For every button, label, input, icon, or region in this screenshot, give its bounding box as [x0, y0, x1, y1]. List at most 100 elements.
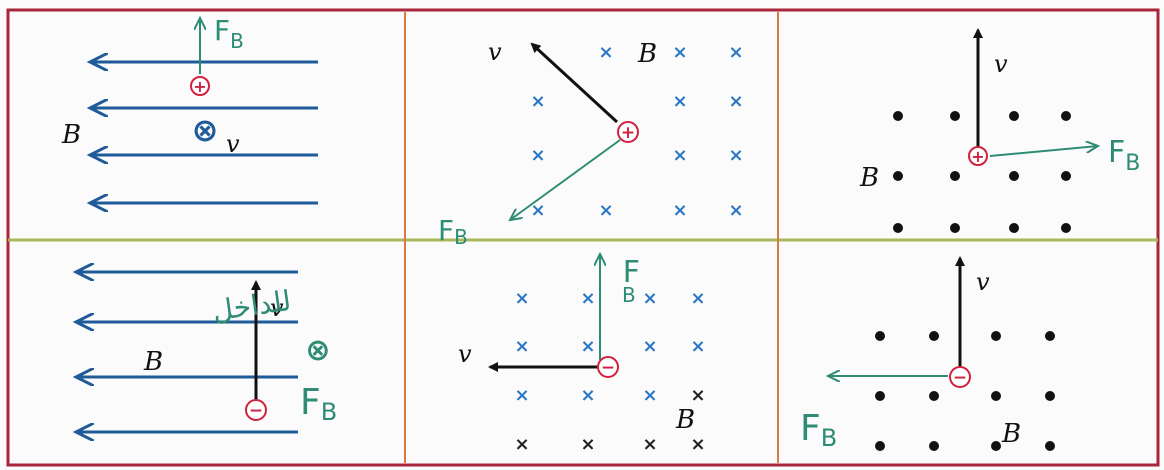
field-cross-icon: × [728, 42, 743, 63]
panel-2: × × × × × × × × × × × × × B v FB + [438, 38, 744, 249]
field-dot-icon [991, 391, 1001, 401]
charge-sign: − [953, 368, 967, 388]
field-cross-icon: × [728, 200, 743, 221]
force-label: FB [1108, 135, 1140, 176]
positive-charge-icon [617, 121, 639, 143]
field-cross-icon: × [598, 200, 613, 221]
field-cross-icon: × [642, 288, 657, 309]
field-out-of-page [875, 331, 1055, 451]
field-label: B [143, 347, 163, 377]
velocity-label: v [976, 268, 990, 296]
field-dot-icon [1009, 171, 1019, 181]
field-dot-icon [1009, 111, 1019, 121]
field-cross-icon: × [580, 336, 595, 357]
negative-charge-icon [597, 356, 619, 378]
field-dot-icon [1045, 391, 1055, 401]
into-page-icon: ⊗ [192, 111, 219, 149]
field-cross-icon: × [690, 336, 705, 357]
field-out-of-page [893, 111, 1071, 233]
force-label: FB [800, 408, 837, 452]
velocity-label: v [458, 340, 472, 368]
field-dot-icon [1061, 223, 1071, 233]
field-cross-icon: × [514, 434, 529, 455]
field-cross-icon: × [514, 336, 529, 357]
negative-charge-icon [245, 399, 267, 421]
field-dot-icon [893, 171, 903, 181]
field-cross-icon: × [580, 385, 595, 406]
field-into-page: × × × × × × × × × × × × × [530, 42, 743, 221]
charge-sign: + [193, 77, 206, 96]
field-cross-icon: × [530, 91, 545, 112]
force-label: FB [300, 382, 337, 426]
field-dot-icon [1045, 331, 1055, 341]
field-cross-icon: × [690, 288, 705, 309]
velocity-arrow [530, 42, 619, 124]
field-cross-icon: × [672, 91, 687, 112]
field-label: B [1001, 419, 1021, 449]
force-label: FB [214, 14, 244, 53]
field-dot-icon [950, 111, 960, 121]
field-dot-icon [929, 331, 939, 341]
force-arrow [989, 146, 1098, 157]
velocity-label: v [270, 294, 284, 322]
field-cross-icon: × [642, 385, 657, 406]
field-dot-icon [1009, 223, 1019, 233]
field-label: B [859, 163, 879, 193]
field-dot-icon [929, 391, 939, 401]
field-dot-icon [991, 441, 1001, 451]
field-dot-icon [950, 171, 960, 181]
field-dot-icon [875, 391, 885, 401]
field-cross-icon: × [514, 288, 529, 309]
negative-charge-icon [949, 366, 971, 388]
field-cross-icon: × [580, 434, 595, 455]
velocity-label: v [488, 38, 502, 66]
field-cross-icon: × [728, 91, 743, 112]
force-arrow [510, 139, 621, 220]
charge-sign: − [249, 401, 263, 421]
field-label: B [61, 120, 81, 150]
field-dot-icon [1061, 171, 1071, 181]
velocity-label: v [226, 130, 240, 158]
field-cross-icon: × [690, 434, 705, 455]
field-dot-icon [893, 223, 903, 233]
panel-4: B v للداخل ⊗ FB − [76, 272, 337, 432]
field-lines [90, 62, 318, 203]
field-cross-icon: × [690, 385, 705, 406]
field-dot-icon [950, 223, 960, 233]
into-page-icon: ⊗ [305, 333, 330, 368]
positive-charge-icon [968, 146, 988, 166]
charge-sign: − [601, 358, 615, 378]
field-cross-icon: × [642, 336, 657, 357]
field-label: B [637, 39, 657, 69]
velocity-label: v [994, 50, 1008, 78]
charge-sign: + [621, 123, 635, 143]
field-cross-icon: × [530, 200, 545, 221]
field-cross-icon: × [672, 42, 687, 63]
force-label: FB [438, 214, 468, 249]
field-dot-icon [1061, 111, 1071, 121]
field-cross-icon: × [672, 200, 687, 221]
field-cross-icon: × [530, 145, 545, 166]
field-cross-icon: × [728, 145, 743, 166]
field-dot-icon [929, 441, 939, 451]
field-cross-icon: × [672, 145, 687, 166]
field-lines [76, 272, 298, 432]
field-into-page: ×××××××××××××××× [514, 288, 705, 455]
field-cross-icon: × [514, 385, 529, 406]
field-cross-icon: × [580, 288, 595, 309]
panel-1: FB + ⊗ v B [61, 14, 318, 203]
positive-charge-icon [190, 76, 210, 96]
charge-sign: + [971, 147, 984, 166]
field-dot-icon [1045, 441, 1055, 451]
panel-6: v FB B − [800, 256, 1055, 452]
field-label: B [675, 405, 695, 435]
field-dot-icon [991, 331, 1001, 341]
panel-3: B v FB + [859, 28, 1140, 233]
field-cross-icon: × [598, 42, 613, 63]
outer-border [6, 8, 1160, 467]
field-dot-icon [893, 111, 903, 121]
